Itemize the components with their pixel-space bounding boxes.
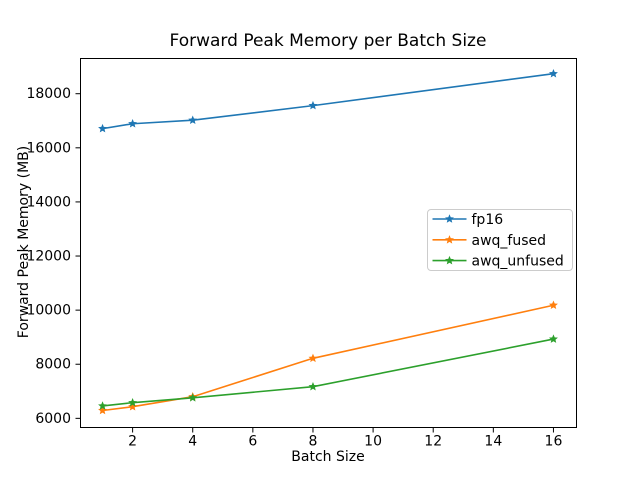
y-tick-label: 18000 [26,86,71,102]
legend-box [427,209,573,271]
x-tick-label: 8 [309,434,318,450]
y-tick-label: 8000 [35,357,71,373]
y-tick-label: 10000 [26,303,71,319]
legend-star-marker-icon-awq_fused [445,235,454,244]
x-axis-label: Batch Size [291,449,365,465]
star-marker-icon-awq_fused [128,402,138,411]
star-marker-icon-awq_unfused [128,397,138,407]
star-marker-icon-awq_fused [98,405,108,415]
legend-label-awq_fused: awq_fused [472,233,547,249]
series-line-awq_unfused [101,338,555,407]
star-marker-icon-awq_unfused [548,334,558,343]
legend-star-marker-icon-fp16 [445,214,454,223]
star-marker-icon-fp16 [128,119,138,128]
star-marker-icon-awq_unfused [188,393,198,402]
legend-star-marker-icon-awq_unfused [445,255,454,265]
star-marker-icon-fp16 [308,100,318,110]
star-marker-icon-awq_fused [548,300,558,310]
series-line-awq_fused [101,304,555,412]
x-tick-label: 2 [128,434,137,450]
y-tick-label: 14000 [26,194,71,210]
star-marker-icon-awq_fused [308,353,318,363]
star-marker-icon-awq_unfused [308,381,318,391]
x-tick-label: 12 [424,434,442,450]
star-marker-icon-fp16 [98,123,108,133]
x-tick-label: 10 [364,434,382,450]
chart-title: Forward Peak Memory per Batch Size [169,31,487,51]
x-tick-label: 16 [545,434,563,450]
star-marker-icon-fp16 [188,115,198,125]
x-tick-label: 4 [188,434,197,450]
y-tick-label: 16000 [26,140,71,156]
x-tick-label: 6 [248,434,257,450]
plot-border [80,58,577,428]
y-tick-label: 12000 [26,249,71,265]
legend-label-awq_unfused: awq_unfused [472,254,564,270]
series-line-fp16 [101,72,555,130]
star-marker-icon-awq_unfused [98,401,108,410]
legend-label-fp16: fp16 [472,212,504,228]
star-marker-icon-fp16 [548,68,558,78]
y-tick-label: 6000 [35,411,71,427]
x-tick-label: 14 [484,434,502,450]
